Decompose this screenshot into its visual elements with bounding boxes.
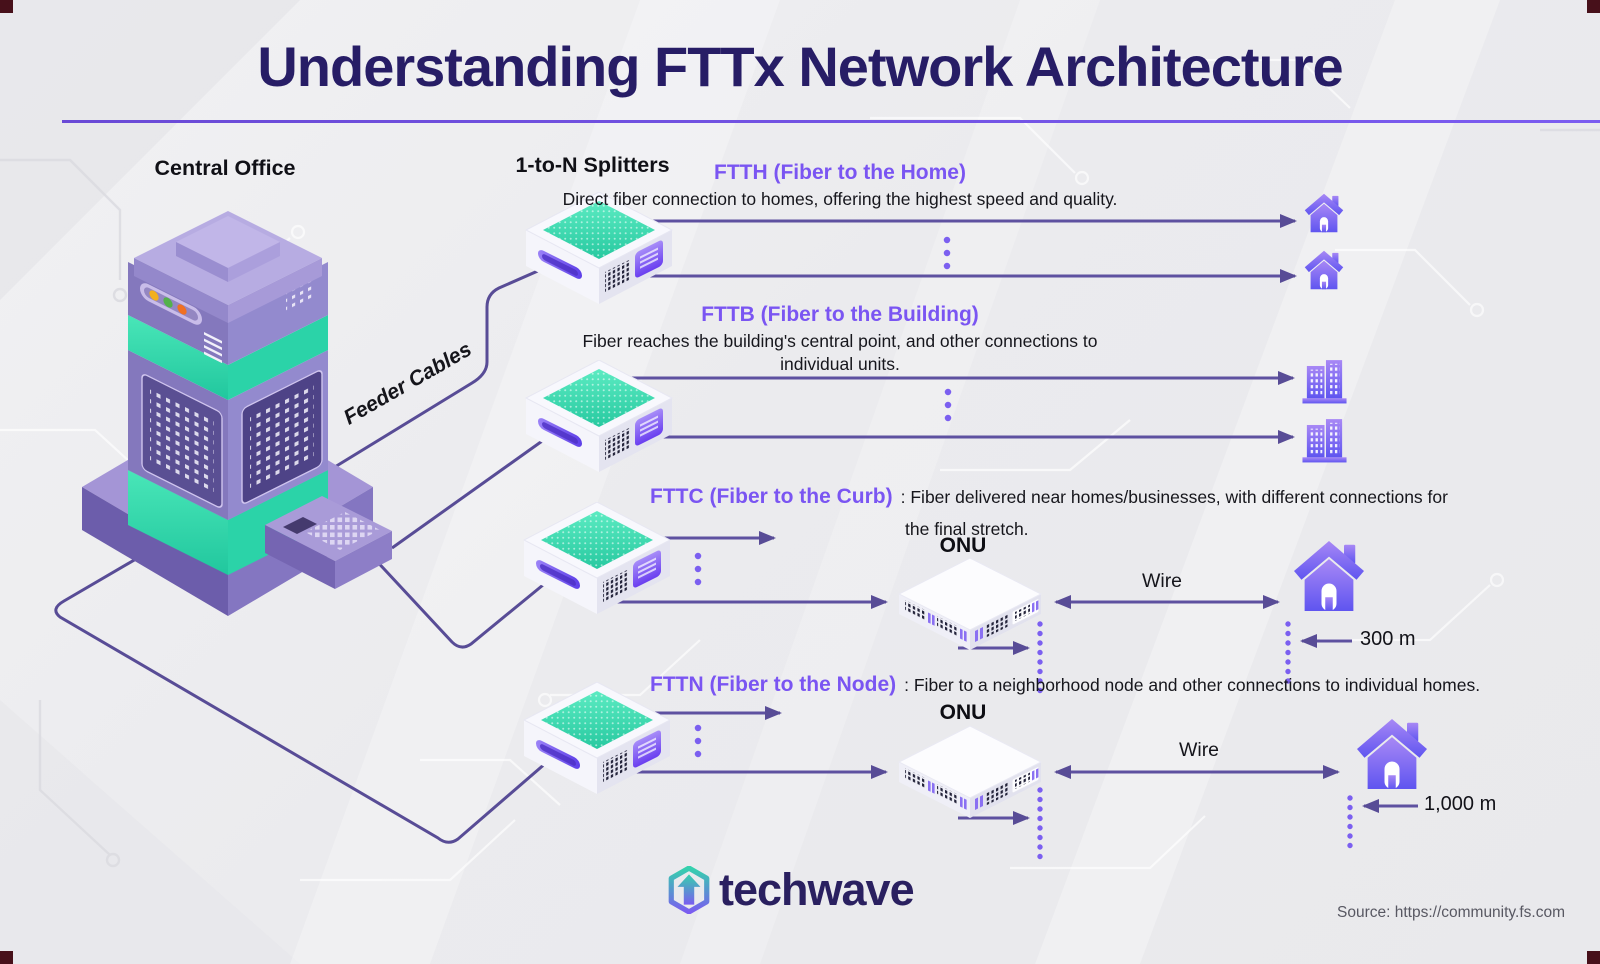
fttn-distance-label: 1,000 m <box>1424 793 1497 815</box>
fttb-description: Fiber reaches the building's central poi… <box>540 330 1140 375</box>
fttn-heading: FTTN (Fiber to the Node) <box>650 673 897 696</box>
fttn-onu-label: ONU <box>939 701 987 724</box>
splitters-label: 1-to-N Splitters <box>515 153 670 177</box>
fttc-distance-label: 300 m <box>1360 628 1416 650</box>
fttc-heading-row: FTTC (Fiber to the Curb) : Fiber deliver… <box>650 485 1448 509</box>
brand-hexagon-icon <box>668 866 710 914</box>
dotted-guides <box>694 236 1353 863</box>
brand-logo: techwave <box>668 864 915 916</box>
central-office-illustration <box>82 211 392 616</box>
fttn-heading-row: FTTN (Fiber to the Node) : Fiber to a ne… <box>650 673 1480 697</box>
central-office-label: Central Office <box>154 156 296 180</box>
fttc-description-line2: the final stretch. <box>905 519 1029 539</box>
fttc-onu-label: ONU <box>939 534 987 557</box>
corner-mark-bottom-left <box>0 951 13 964</box>
fttc-description-line1: : Fiber delivered near homes/businesses,… <box>900 487 1448 507</box>
fttc-wire-label: Wire <box>1141 570 1183 592</box>
brand-name: techwave <box>719 864 915 915</box>
title-separator <box>62 120 1600 123</box>
corner-mark-top-left <box>0 0 13 13</box>
connection-arrows <box>600 214 1418 825</box>
fttb-description-line2: individual units. <box>780 353 900 374</box>
corner-mark-top-right <box>1587 0 1600 13</box>
corner-mark-bottom-right <box>1587 951 1600 964</box>
page-title: Understanding FTTx Network Architecture <box>257 35 1343 98</box>
fttc-heading: FTTC (Fiber to the Curb) <box>650 485 893 508</box>
fttb-description-line1: Fiber reaches the building's central poi… <box>582 331 1098 351</box>
fttn-wire-label: Wire <box>1178 739 1220 761</box>
source-attribution: Source: https://community.fs.com <box>1337 904 1565 921</box>
fttn-description: : Fiber to a neighborhood node and other… <box>904 675 1481 695</box>
fttb-heading: FTTB (Fiber to the Building) <box>701 303 979 326</box>
ftth-heading: FTTH (Fiber to the Home) <box>714 161 966 184</box>
feeder-cable-lines <box>54 261 557 844</box>
ftth-description: Direct fiber connection to homes, offeri… <box>562 189 1118 209</box>
